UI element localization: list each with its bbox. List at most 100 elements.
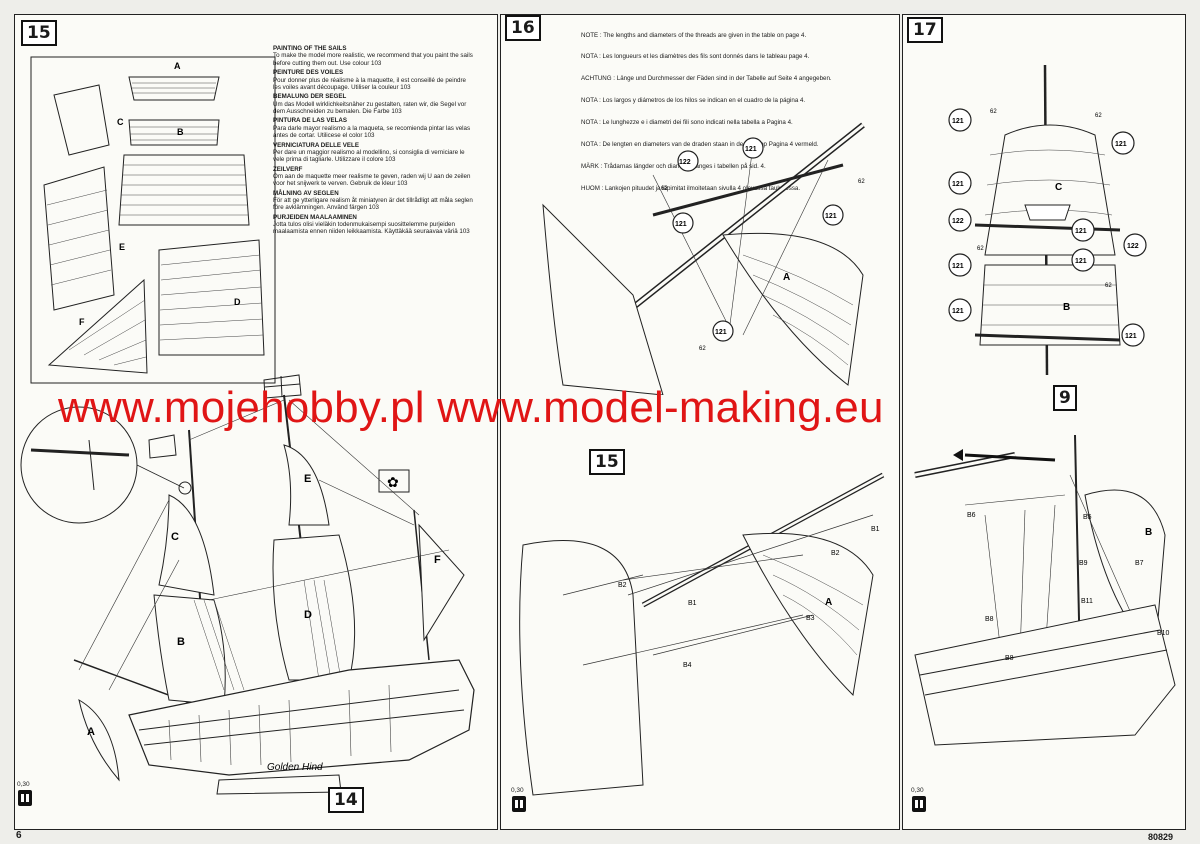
sail-label-b-right: B	[1063, 302, 1070, 313]
sail-label-a: A	[174, 61, 181, 71]
bow-rigging-diagram-lower: B1 B2 B2 B1 B3 B4 A	[519, 472, 885, 796]
callout-62: 62	[858, 179, 865, 185]
step-number-15-sub: 15	[589, 449, 625, 475]
rig-label-b1: B1	[688, 600, 697, 607]
page-number: 6	[16, 830, 22, 841]
sail-label-d: D	[234, 297, 241, 307]
spool-icon	[512, 796, 526, 812]
callout-122: 122	[679, 159, 691, 166]
ship-sail-label-b: B	[177, 636, 185, 648]
instr-heading: ZEILVERF	[273, 165, 303, 173]
instr-heading: PINTURA DE LAS VELAS	[273, 117, 348, 125]
rig-label-b9: B9	[1079, 560, 1088, 567]
callout-121: 121	[952, 181, 964, 188]
sail-label-a-lower: A	[825, 597, 832, 608]
sail-label-a-mid: A	[783, 272, 790, 283]
bow-rigging-diagram-upper: 122 121 121 121 121 62 62 62 A	[542, 122, 865, 395]
instr-text: Om aan de maquette meer realisme te geve…	[273, 172, 471, 188]
flag-star-icon: ✿	[387, 474, 399, 490]
step-number-9: 9	[1053, 385, 1077, 411]
instr-heading: PURJEIDEN MAALAAMINEN	[273, 213, 357, 221]
callout-121: 121	[825, 213, 837, 220]
instr-heading: BEMALUNG DER SEGEL	[273, 93, 347, 101]
callout-62: 62	[661, 186, 668, 192]
callout-122: 122	[1127, 243, 1139, 250]
thread-spool: 0,30	[17, 781, 33, 809]
callout-62: 62	[1105, 283, 1112, 289]
spool-diameter: 0,30	[911, 787, 924, 794]
callout-121: 121	[952, 308, 964, 315]
callout-121: 121	[1075, 258, 1087, 265]
callout-121: 121	[745, 146, 757, 153]
sail-label-c-right: C	[1055, 182, 1062, 193]
ship-sail-label-f: F	[434, 554, 441, 566]
rig-label-b6: B6	[967, 512, 976, 519]
thread-spool: 0,30	[911, 787, 927, 815]
mast-rigging-diagram-lower: B5 B6 B7 B8 B9 B10 B11 B8 B	[914, 435, 1176, 746]
rig-label-b7: B7	[1135, 560, 1144, 567]
step-number-16: 16	[505, 15, 541, 41]
instr-text: Jotta tulos olisi vieläkin todenmukaisem…	[273, 221, 470, 236]
callout-62: 62	[977, 246, 984, 252]
rig-label-b1: B1	[871, 526, 880, 533]
spool-icon	[912, 796, 926, 812]
instr-heading: VERNICIATURA DELLE VELE	[273, 141, 359, 149]
panel-step-15: 15 A B C D E F	[14, 14, 498, 830]
sail-parts-sheet: A B C D E F	[30, 56, 276, 384]
sail-label-c: C	[117, 117, 124, 127]
ship-name-plate: Golden Hind	[267, 762, 323, 773]
ship-sail-label-e: E	[304, 473, 311, 485]
spool-diameter: 0,30	[17, 781, 30, 788]
spool-diameter: 0,30	[511, 787, 524, 794]
rig-label-b8: B8	[985, 616, 994, 623]
rig-label-b3: B3	[806, 615, 815, 622]
note-line: NOTA : Les longueurs et les diamètres de…	[581, 53, 810, 61]
panel-step-17: 17 121 121 121 122 121 121 121 122 121 1…	[902, 14, 1186, 830]
instr-text: Pour donner plus de réalisme à la maquet…	[273, 76, 466, 91]
ship-assembly-drawing: Golden Hind C B E D F A ✿	[20, 374, 475, 795]
step-number-17: 17	[907, 17, 943, 43]
thread-note: NOTE : The lengths and diameters of the …	[581, 17, 832, 207]
step-number-15: 15	[21, 20, 57, 46]
callout-121: 121	[952, 263, 964, 270]
note-line: NOTA : Los largos y diámetros de los hil…	[581, 97, 806, 105]
step-number-14: 14	[328, 787, 364, 813]
instr-heading: MÅLNING AV SEGLEN	[273, 189, 339, 197]
mast-rigging-diagram-upper: 121 121 121 122 121 121 121 122 121 121 …	[948, 64, 1147, 376]
note-line: NOTA : Le lunghezze e i diametri dei fil…	[581, 119, 793, 127]
rig-label-b2: B2	[618, 582, 627, 589]
spool-icon	[18, 790, 32, 806]
ship-sail-label-c: C	[171, 531, 179, 543]
note-line: ACHTUNG : Länge und Durchmesser der Fäde…	[581, 75, 832, 83]
rig-label-b4: B4	[683, 662, 692, 669]
thread-spool: 0,30	[511, 787, 527, 815]
sail-label-e: E	[119, 242, 125, 252]
callout-121: 121	[952, 118, 964, 125]
rig-label-b5: B5	[1083, 514, 1092, 521]
instr-heading: PAINTING OF THE SAILS	[273, 45, 347, 53]
sail-label-b: B	[177, 127, 184, 137]
instr-text: För att ge ytterligare realism åt miniat…	[273, 196, 473, 212]
callout-122: 122	[952, 218, 964, 225]
callout-121: 121	[1115, 141, 1127, 148]
rig-label-b2: B2	[831, 550, 840, 557]
callout-62: 62	[990, 109, 997, 115]
callout-62: 62	[699, 346, 706, 352]
sail-label-b-lower: B	[1145, 527, 1152, 538]
instr-heading: PEINTURE DES VOILES	[273, 69, 344, 77]
rig-label-b11: B11	[1081, 598, 1093, 605]
sail-label-f: F	[79, 317, 85, 327]
instr-text: To make the model more realistic, we rec…	[273, 52, 473, 67]
note-line: NOTE : The lengths and diameters of the …	[581, 31, 807, 39]
watermark-text: www.mojehobby.pl www.model-making.eu	[58, 383, 884, 432]
instr-text: Per dare un maggior realismo al modellin…	[273, 148, 465, 164]
callout-121: 121	[715, 329, 727, 336]
callout-121: 121	[675, 221, 687, 228]
callout-121: 121	[1125, 333, 1137, 340]
ship-sail-label-a: A	[87, 726, 95, 738]
rig-label-b8: B8	[1005, 655, 1014, 662]
ship-sail-label-d: D	[304, 609, 312, 621]
instr-text: Um das Modell wirklichkeitsnäher zu gest…	[273, 100, 467, 115]
rig-label-b10: B10	[1157, 630, 1170, 637]
